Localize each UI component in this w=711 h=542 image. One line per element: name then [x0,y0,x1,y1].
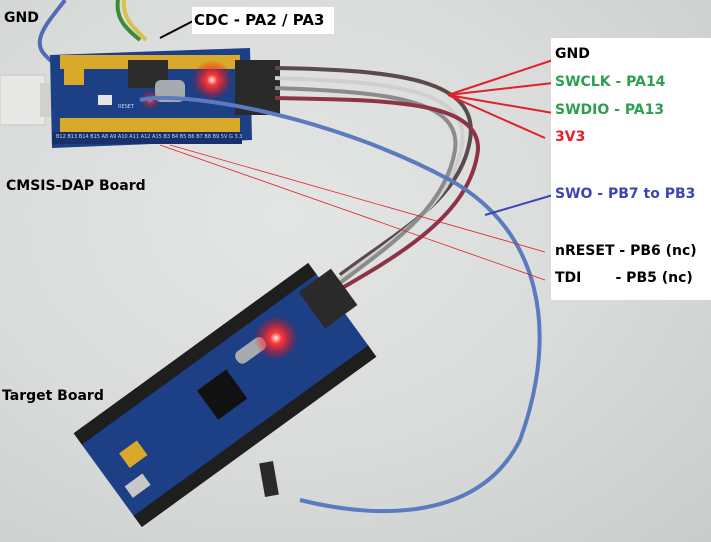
silkscreen-reset: RESET [118,104,135,110]
pin-label-tdi: TDI - PB5 (nc) [555,270,693,286]
label-cmsis-board: CMSIS-DAP Board [6,178,146,194]
wire-gnd-blue [37,0,67,67]
wire-bundle-maroon [274,96,481,298]
label-cdc: CDC - PA2 / PA3 [194,11,325,29]
wire-cdc-yellow [121,0,148,42]
pin-label-3v3: 3V3 [555,129,586,145]
pointer-swo [484,194,554,216]
label-gnd-top: GND [4,10,39,26]
pointer-swd-fan [447,59,554,139]
pin-label-panel [551,38,711,300]
silkscreen-bottom-row: B12 B13 B14 B15 A8 A9 A10 A11 A12 A15 B3… [56,134,243,140]
label-target-board: Target Board [2,388,104,404]
target-led [254,316,298,360]
pointer-cdc [159,19,196,39]
wire-cdc-green [115,0,142,42]
wire-bundle-grey [274,86,458,291]
wire-bundle-dark [274,66,473,277]
usb-cable [0,74,58,126]
pin-label-nreset: nRESET - PB6 (nc) [555,243,697,259]
pointer-nreset-tdi [159,144,546,281]
pin-label-swo: SWO - PB7 to PB3 [555,186,696,202]
target-board [73,262,377,528]
pin-label-gnd: GND [555,46,590,62]
cdc-label-box [192,7,334,34]
wire-swo-blue [139,95,542,514]
pin-label-swclk: SWCLK - PA14 [555,74,666,90]
swo-connector [259,461,279,497]
pin-label-swdio: SWDIO - PA13 [555,102,665,118]
